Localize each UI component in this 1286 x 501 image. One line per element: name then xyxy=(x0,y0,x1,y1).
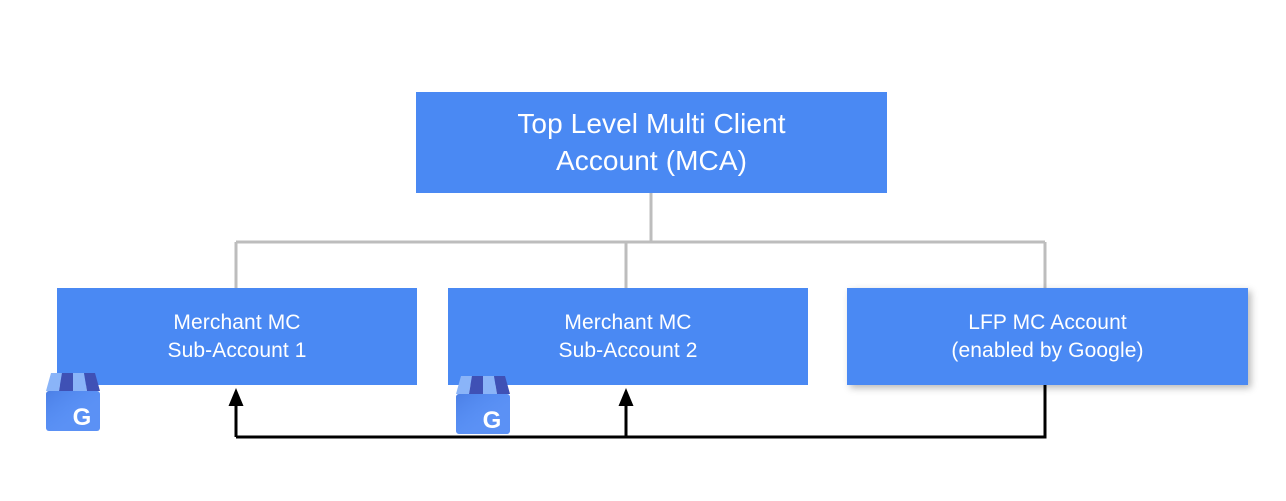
tree-connector-group xyxy=(234,193,1047,289)
node-lfp-mc-account-line1: LFP MC Account xyxy=(968,311,1127,335)
node-merchant-mc-sub-account-1-line1: Merchant MC xyxy=(173,311,301,335)
google-my-business-icon: G xyxy=(46,373,100,431)
node-top-level-mca-line2: Account (MCA) xyxy=(555,144,748,176)
node-lfp-mc-account-text: LFP MC Account (enabled by Google) xyxy=(847,309,1248,364)
node-top-level-mca[interactable]: Top Level Multi Client Account (MCA) xyxy=(416,92,887,193)
node-merchant-mc-sub-account-1[interactable]: Merchant MC Sub-Account 1 xyxy=(57,288,417,385)
node-lfp-mc-account[interactable]: LFP MC Account (enabled by Google) xyxy=(847,288,1248,385)
svg-text:G: G xyxy=(483,407,502,434)
node-merchant-mc-sub-account-2[interactable]: Merchant MC Sub-Account 2 xyxy=(448,288,808,385)
data-flow-arrowheads xyxy=(228,388,634,406)
node-merchant-mc-sub-account-2-line1: Merchant MC xyxy=(564,311,692,335)
node-merchant-mc-sub-account-2-text: Merchant MC Sub-Account 2 xyxy=(448,309,808,364)
arrowhead-sub2 xyxy=(618,388,634,406)
node-lfp-mc-account-line2: (enabled by Google) xyxy=(951,338,1144,362)
data-flow-path xyxy=(236,385,1047,439)
data-flow-arrow-group xyxy=(234,385,1047,439)
arrowhead-sub1 xyxy=(228,388,244,406)
node-top-level-mca-text: Top Level Multi Client Account (MCA) xyxy=(416,106,887,179)
node-merchant-mc-sub-account-1-text: Merchant MC Sub-Account 1 xyxy=(57,309,417,364)
node-merchant-mc-sub-account-2-line2: Sub-Account 2 xyxy=(558,338,698,362)
google-my-business-icon: G xyxy=(456,376,510,434)
node-top-level-mca-line1: Top Level Multi Client xyxy=(517,108,786,140)
node-merchant-mc-sub-account-1-line2: Sub-Account 1 xyxy=(167,338,307,362)
svg-text:G: G xyxy=(73,404,92,431)
